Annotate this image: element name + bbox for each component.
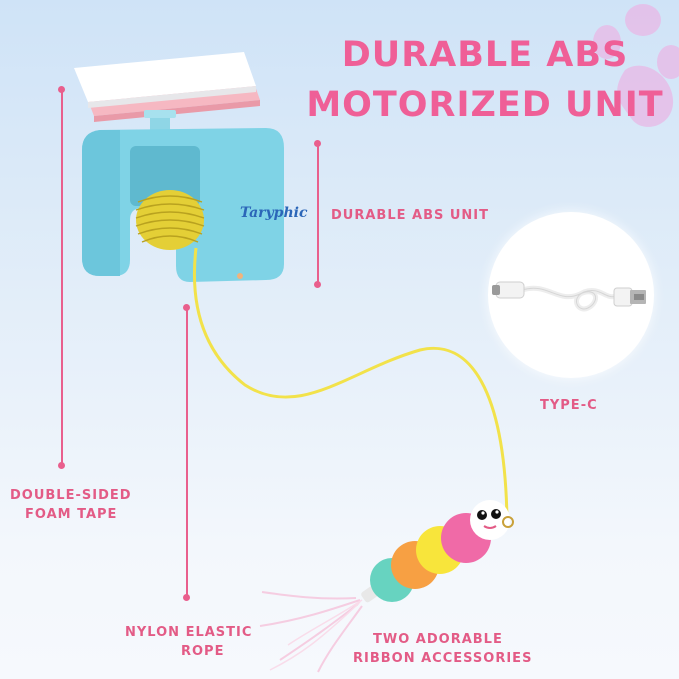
rope-callout-label-line-2: ROPE [181, 644, 225, 659]
tape-callout-dot-top [58, 86, 65, 93]
tape-callout-line [61, 92, 63, 466]
unit-callout-dot-bottom [314, 281, 321, 288]
tape-callout-label-line-2: FOAM TAPE [25, 507, 118, 522]
ribbon-callout-label-line-1: TWO ADORABLE [373, 632, 503, 647]
tape-callout-label-line-1: DOUBLE-SIDED [10, 488, 132, 503]
unit-callout-label: DURABLE ABS UNIT [331, 208, 490, 223]
tape-callout-dot-bottom [58, 462, 65, 469]
connector-callout-label: TYPE-C [540, 398, 598, 413]
unit-callout-line [317, 144, 319, 284]
rope-callout-line [186, 308, 188, 598]
brand-logo: Taryphic [240, 205, 308, 221]
motorized-unit-illustration [74, 52, 284, 282]
headline-line-2: MOTORIZED UNIT [306, 85, 664, 125]
ribbon-callout-label-line-2: RIBBON ACCESSORIES [353, 651, 533, 666]
unit-callout-dot-top [314, 140, 321, 147]
rope-callout-dot-top [183, 304, 190, 311]
rope-callout-dot-bottom [183, 594, 190, 601]
rope-callout-label-line-1: NYLON ELASTIC [125, 625, 253, 640]
paw-print-icon [593, 4, 679, 127]
usb-type-c-cable-icon [492, 281, 646, 312]
headline-line-1: DURABLE ABS [341, 35, 629, 75]
